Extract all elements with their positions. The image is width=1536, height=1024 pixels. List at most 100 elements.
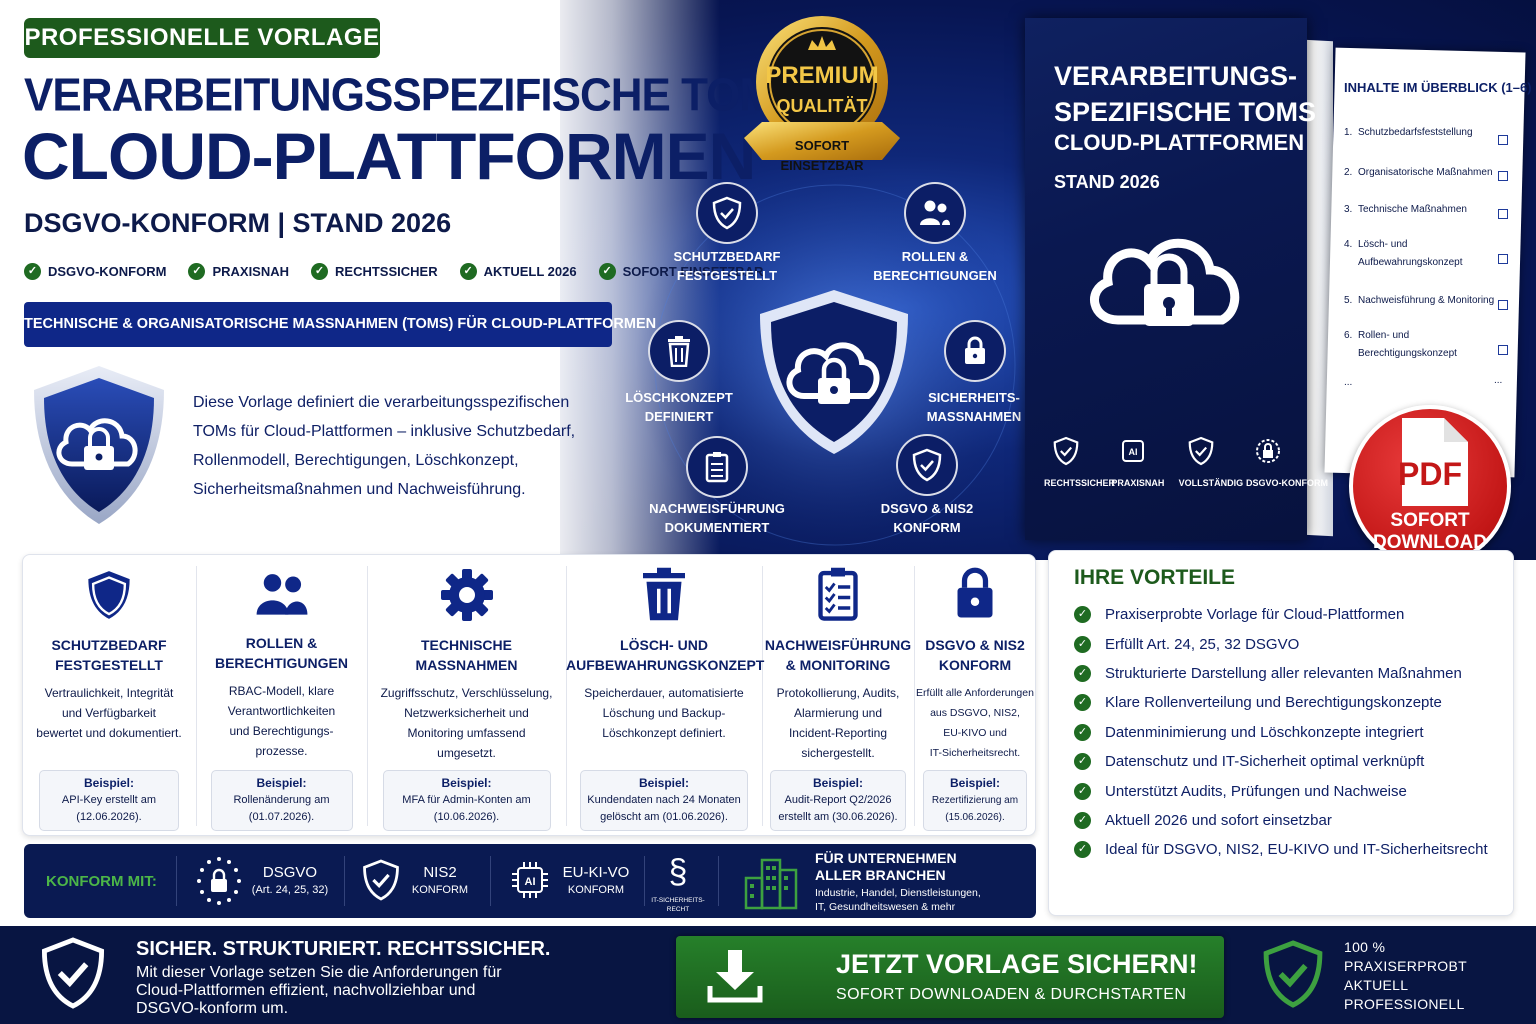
book-title: VERARBEITUNGS-SPEZIFISCHE TOMS: [1054, 61, 1317, 127]
premium-ribbon: SOFORT EINSETZBAR: [780, 138, 864, 173]
book-cover: [1025, 18, 1307, 540]
hub-dsgvo: [896, 434, 958, 496]
users-icon: [920, 200, 950, 225]
shield-check-icon: [712, 196, 742, 230]
advantage-item: ✓Datenminimierung und Löschkonzepte inte…: [1074, 718, 1504, 747]
contents-title: INHALTE IM ÜBERBLICK (1–6): [1344, 80, 1532, 95]
buildings-icon: [744, 858, 798, 910]
advantage-item: ✓Strukturierte Darstellung aller relevan…: [1074, 659, 1504, 688]
pdf-label: PDF: [1398, 456, 1462, 492]
download-icon: [707, 950, 763, 1003]
footer-headline: SICHER. STRUKTURIERT. RECHTSSICHER.: [136, 938, 551, 960]
example-box: Beispiel:API-Key erstellt am(12.06.2026)…: [39, 770, 179, 831]
example-box: Beispiel:Rollenänderung am(01.07.2026).: [210, 770, 353, 831]
check-row: ✓DSGVO-KONFORM ✓PRAXISNAH ✓RECHTSSICHER …: [24, 261, 763, 281]
shield-check-icon: [912, 448, 942, 482]
gear-icon: [440, 569, 493, 621]
check-icon: ✓: [1074, 723, 1091, 741]
premium-line-1: PREMIUM: [765, 62, 879, 89]
advantage-item: ✓Erfüllt Art. 24, 25, 32 DSGVO: [1074, 629, 1504, 658]
shield-icon: [88, 571, 130, 619]
conform-strip: [24, 844, 1036, 918]
conform-nis2: NIS2: [423, 864, 457, 881]
check-item: ✓AKTUELL 2026: [459, 261, 577, 281]
check-icon: ✓: [311, 262, 329, 280]
advantage-item: ✓Datenschutz und IT-Sicherheit optimal v…: [1074, 747, 1504, 776]
shield-check-icon: [1263, 940, 1323, 1008]
advantage-item: ✓Aktuell 2026 und sofort einsetzbar: [1074, 806, 1504, 835]
conform-label: KONFORM MIT:: [46, 873, 157, 890]
template-tag: PROFESSIONELLE VORLAGE: [24, 18, 380, 58]
check-icon: ✓: [1074, 811, 1091, 829]
cta-main-label: JETZT VORLAGE SICHERN!: [836, 949, 1198, 979]
title-line-2: CLOUD-PLATTFORMEN: [22, 119, 756, 193]
checkbox-icon: [1498, 171, 1508, 181]
pdf-file-icon: [1402, 418, 1468, 506]
hub-nachweis: [686, 436, 748, 498]
clipboard-icon: [705, 452, 729, 483]
premium-line-2: QUALITÄT: [776, 96, 868, 116]
advantages-panel: [1048, 550, 1514, 916]
hub-rollen: [904, 182, 966, 244]
eu-stars-icon: [197, 857, 241, 905]
advantage-item: ✓Unterstützt Audits, Prüfungen und Nachw…: [1074, 776, 1504, 805]
conform-eukivo-sub: KONFORM: [567, 884, 625, 896]
conform-eukivo: EU-KI-VO: [562, 864, 630, 881]
check-item: ✓SOFORT EINSETZBAR: [598, 261, 763, 281]
checkbox-icon: [1498, 254, 1508, 264]
check-icon: ✓: [1074, 664, 1091, 682]
ai-chip-icon: AI: [512, 862, 548, 898]
check-icon: ✓: [1074, 841, 1091, 859]
advantage-item: ✓Praxiserprobte Vorlage für Cloud-Plattf…: [1074, 600, 1504, 629]
check-icon: ✓: [1074, 782, 1091, 800]
check-icon: ✓: [1074, 694, 1091, 712]
hub-label-rollen: ROLLEN &BERECHTIGUNGEN: [873, 249, 997, 283]
lock-icon: [965, 336, 985, 364]
conform-nis2-sub: KONFORM: [411, 884, 469, 896]
feature-rollen: ROLLEN &BERECHTIGUNGEN RBAC-Modell, klar…: [196, 554, 367, 836]
check-icon: ✓: [188, 262, 206, 280]
hub-schutz: [696, 182, 758, 244]
checkbox-icon: [1498, 300, 1508, 310]
check-item: ✓RECHTSSICHER: [311, 261, 438, 281]
premium-badge: [744, 16, 900, 160]
check-icon: ✓: [1074, 635, 1091, 653]
example-box: Beispiel:Rezertifizierung am(15.06.2026)…: [923, 770, 1027, 831]
shield-check-icon: [363, 859, 399, 901]
hub-shield-icon: [760, 290, 908, 454]
check-icon: ✓: [1074, 753, 1091, 771]
footer-text: Mit dieser Vorlage setzen Sie die Anford…: [136, 964, 502, 1017]
lock-icon: [957, 567, 993, 618]
cloud-shield-icon: [34, 366, 164, 524]
svg-text:AI: AI: [1129, 447, 1138, 457]
intro-text: Diese Vorlage definiert die verarbeitung…: [193, 394, 576, 498]
conform-biz-text: Industrie, Handel, Dienstleistungen,IT, …: [815, 887, 981, 913]
advantages-title: IHRE VORTEILE: [1074, 566, 1236, 589]
contents-ellipsis: ......: [1344, 375, 1503, 388]
conform-itsr: IT-SICHERHEITS-RECHT: [651, 897, 705, 913]
clipboard-icon: [818, 567, 858, 621]
check-icon: ✓: [1074, 606, 1091, 624]
check-icon: ✓: [598, 262, 616, 280]
advantage-item: ✓Klare Rollenverteilung und Berechtigung…: [1074, 688, 1504, 717]
check-item: ✓PRAXISNAH: [188, 261, 289, 281]
check-icon: ✓: [24, 262, 41, 280]
cta-button[interactable]: [676, 936, 1224, 1018]
advantages-list: ✓Praxiserprobte Vorlage für Cloud-Plattf…: [1074, 600, 1504, 865]
feature-nachweis: NACHWEISFÜHRUNG& MONITORING Protokollier…: [762, 554, 914, 836]
svg-text:AI: AI: [525, 876, 536, 888]
hub-loesch: [648, 320, 710, 382]
book-icon-vollstaendig: VOLLSTÄNDIG: [1179, 436, 1243, 506]
toms-bar: TECHNISCHE & ORGANISATORISCHE MASSNAHMEN…: [24, 302, 656, 347]
trash-icon: [643, 567, 685, 621]
